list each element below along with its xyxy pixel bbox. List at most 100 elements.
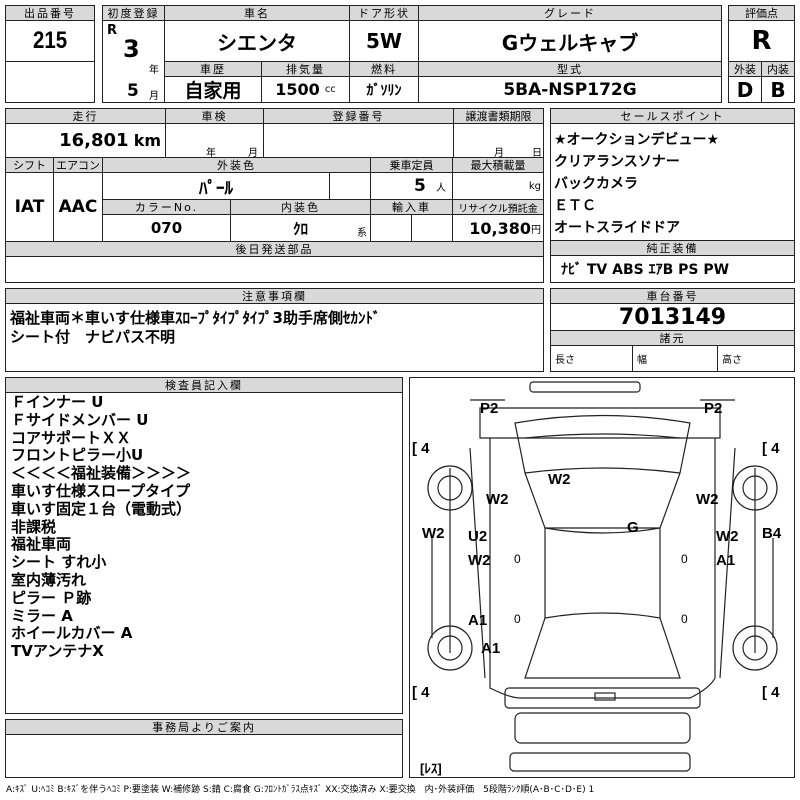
lot-label: 出品番号 — [5, 5, 95, 21]
capacity-value: 5 — [413, 176, 426, 196]
transfer-month-unit: 月 — [494, 148, 504, 159]
model-code: 5BA-NSP172G — [418, 76, 722, 103]
ext-score-label: 外装 — [728, 61, 762, 77]
month-unit: 月 — [149, 91, 159, 102]
chassis-label: 車台番号 — [550, 288, 795, 304]
int-color-unit: 系 — [357, 228, 367, 239]
int-color-value: ｸﾛ — [292, 219, 308, 238]
mark-4-rr: [ 4 — [762, 684, 780, 701]
spec-length: 長さ — [550, 345, 633, 372]
notes-label: 注意事項欄 — [5, 288, 544, 304]
recycle-label: リサイクル預託金 — [452, 199, 544, 215]
mark-no-spare: [ﾚｽ] — [420, 761, 442, 776]
inspector-line: フロントピラー小U — [11, 446, 144, 465]
sale-points-label: セールスポイント — [550, 108, 795, 124]
mark-4-fr: [ 4 — [762, 440, 780, 457]
grade-label: グレード — [418, 5, 722, 21]
era: R — [107, 23, 118, 38]
insp-month-unit: 月 — [248, 148, 258, 159]
inspection-label: 車検 — [165, 108, 264, 124]
mark-a1-right: A1 — [716, 552, 736, 569]
mark-w2-roof: W2 — [548, 471, 571, 488]
max-load: kg — [452, 172, 544, 200]
sale-points: ★オークションデビュー★ クリアランスソナー バックカメラ ＥＴＣ オートスライ… — [550, 123, 795, 241]
person-unit: 人 — [436, 182, 446, 194]
history-label: 車歴 — [164, 61, 262, 77]
note-line: 福祉車両＊車いす仕様車ｽﾛｰﾌﾟﾀｲﾌﾟﾀｲﾌﾟ3助手席側ｾｶﾝﾄﾞ — [10, 309, 381, 327]
mark-0: 0 — [514, 552, 521, 566]
sale-point: クリアランスソナー — [554, 154, 680, 170]
car-name: シエンタ — [164, 20, 350, 62]
later-parts-label: 後日発送部品 — [5, 241, 544, 257]
kg-unit: kg — [528, 180, 541, 192]
capacity-label: 乗車定員 — [370, 157, 453, 173]
lot-blank — [5, 61, 95, 103]
max-load-label: 最大積載量 — [452, 157, 544, 173]
inspector-line: ホイールカバー A — [11, 624, 133, 643]
displacement-label: 排気量 — [261, 61, 350, 77]
reg-year: 3 — [123, 35, 140, 63]
first-reg-label: 初度登録 — [102, 5, 165, 21]
note-line: シート付 ナビパス不明 — [10, 328, 176, 346]
int-color: ｸﾛ 系 — [230, 214, 371, 242]
int-score: B — [761, 76, 795, 103]
door-type: 5W — [349, 20, 419, 62]
inspector-line: Ｆインナー U — [11, 393, 104, 411]
transfer-deadline: 月日 — [453, 123, 544, 159]
history: 自家用 — [164, 76, 262, 103]
ext-color-label: 外装色 — [102, 157, 371, 173]
inspector-line: 車いす固定１台（電動式） — [11, 499, 192, 518]
color-no-label: カラーNo. — [102, 199, 231, 215]
office-label: 事務局よりご案内 — [5, 719, 403, 735]
mark-g-glass: G — [627, 519, 639, 536]
km-unit: km — [133, 131, 161, 150]
mileage: 16,801 km — [5, 123, 166, 158]
mark-p2-left: P2 — [480, 400, 499, 417]
spec-width: 幅 — [632, 345, 718, 372]
year-unit: 年 — [149, 65, 159, 76]
inspector-line: 室内薄汚れ — [11, 570, 87, 589]
door-label: ドア形状 — [349, 5, 419, 21]
spec-height: 高さ — [717, 345, 795, 372]
import-label: 輸入車 — [370, 199, 453, 215]
grade: Gウェルキャブ — [418, 20, 722, 62]
score-label: 評価点 — [728, 5, 795, 21]
mark-w2-left-fender: W2 — [486, 491, 509, 508]
yen-unit: 円 — [531, 224, 541, 236]
ext-color: ﾊﾟｰﾙ — [102, 172, 330, 200]
ext-score: D — [728, 76, 762, 103]
specs-label: 諸元 — [550, 330, 795, 346]
legend: A:ｷｽﾞ U:ﾍｺﾐ B:ｷｽﾞを伴うﾍｺﾐ P:要塗装 W:補修跡 S:錆 … — [6, 785, 595, 795]
inspector-line: シート すれ小 — [11, 553, 107, 572]
inspector-line: 非課税 — [11, 517, 57, 536]
model-label: 型式 — [418, 61, 722, 77]
reg-number — [263, 123, 454, 158]
transfer-day-unit: 日 — [532, 148, 542, 159]
mark-4-fl: [ 4 — [412, 440, 430, 457]
mark-0: 0 — [681, 552, 688, 566]
reg-number-label: 登録番号 — [263, 108, 454, 124]
fuel: ｶﾞｿﾘﾝ — [349, 76, 419, 103]
mileage-value: 16,801 — [59, 130, 129, 151]
capacity: 5 人 — [370, 172, 453, 200]
color-no: 070 — [102, 214, 231, 242]
inspector-line: コアサポートＸＸ — [11, 428, 132, 447]
inspector-line: ミラー A — [11, 606, 73, 625]
ac-label: エアコン — [53, 157, 103, 173]
shift: IAT — [5, 172, 54, 242]
inspector-line: ピラー Ｐ跡 — [11, 588, 92, 607]
fuel-label: 燃料 — [349, 61, 419, 77]
import-b — [411, 214, 453, 242]
displacement: 1500 cc — [261, 76, 350, 103]
notes: 福祉車両＊車いす仕様車ｽﾛｰﾌﾟﾀｲﾌﾟﾀｲﾌﾟ3助手席側ｾｶﾝﾄﾞ シート付 … — [5, 303, 544, 372]
sale-point: ★オークションデビュー★ — [554, 132, 720, 148]
equipment-label: 純正装備 — [550, 240, 795, 256]
car-outline-icon — [427, 381, 778, 772]
sale-point: オートスライドドア — [554, 220, 680, 236]
reg-month: 5 — [127, 81, 139, 101]
inspector-line: TVアンテナX — [11, 642, 104, 661]
sale-point: バックカメラ — [554, 176, 638, 192]
